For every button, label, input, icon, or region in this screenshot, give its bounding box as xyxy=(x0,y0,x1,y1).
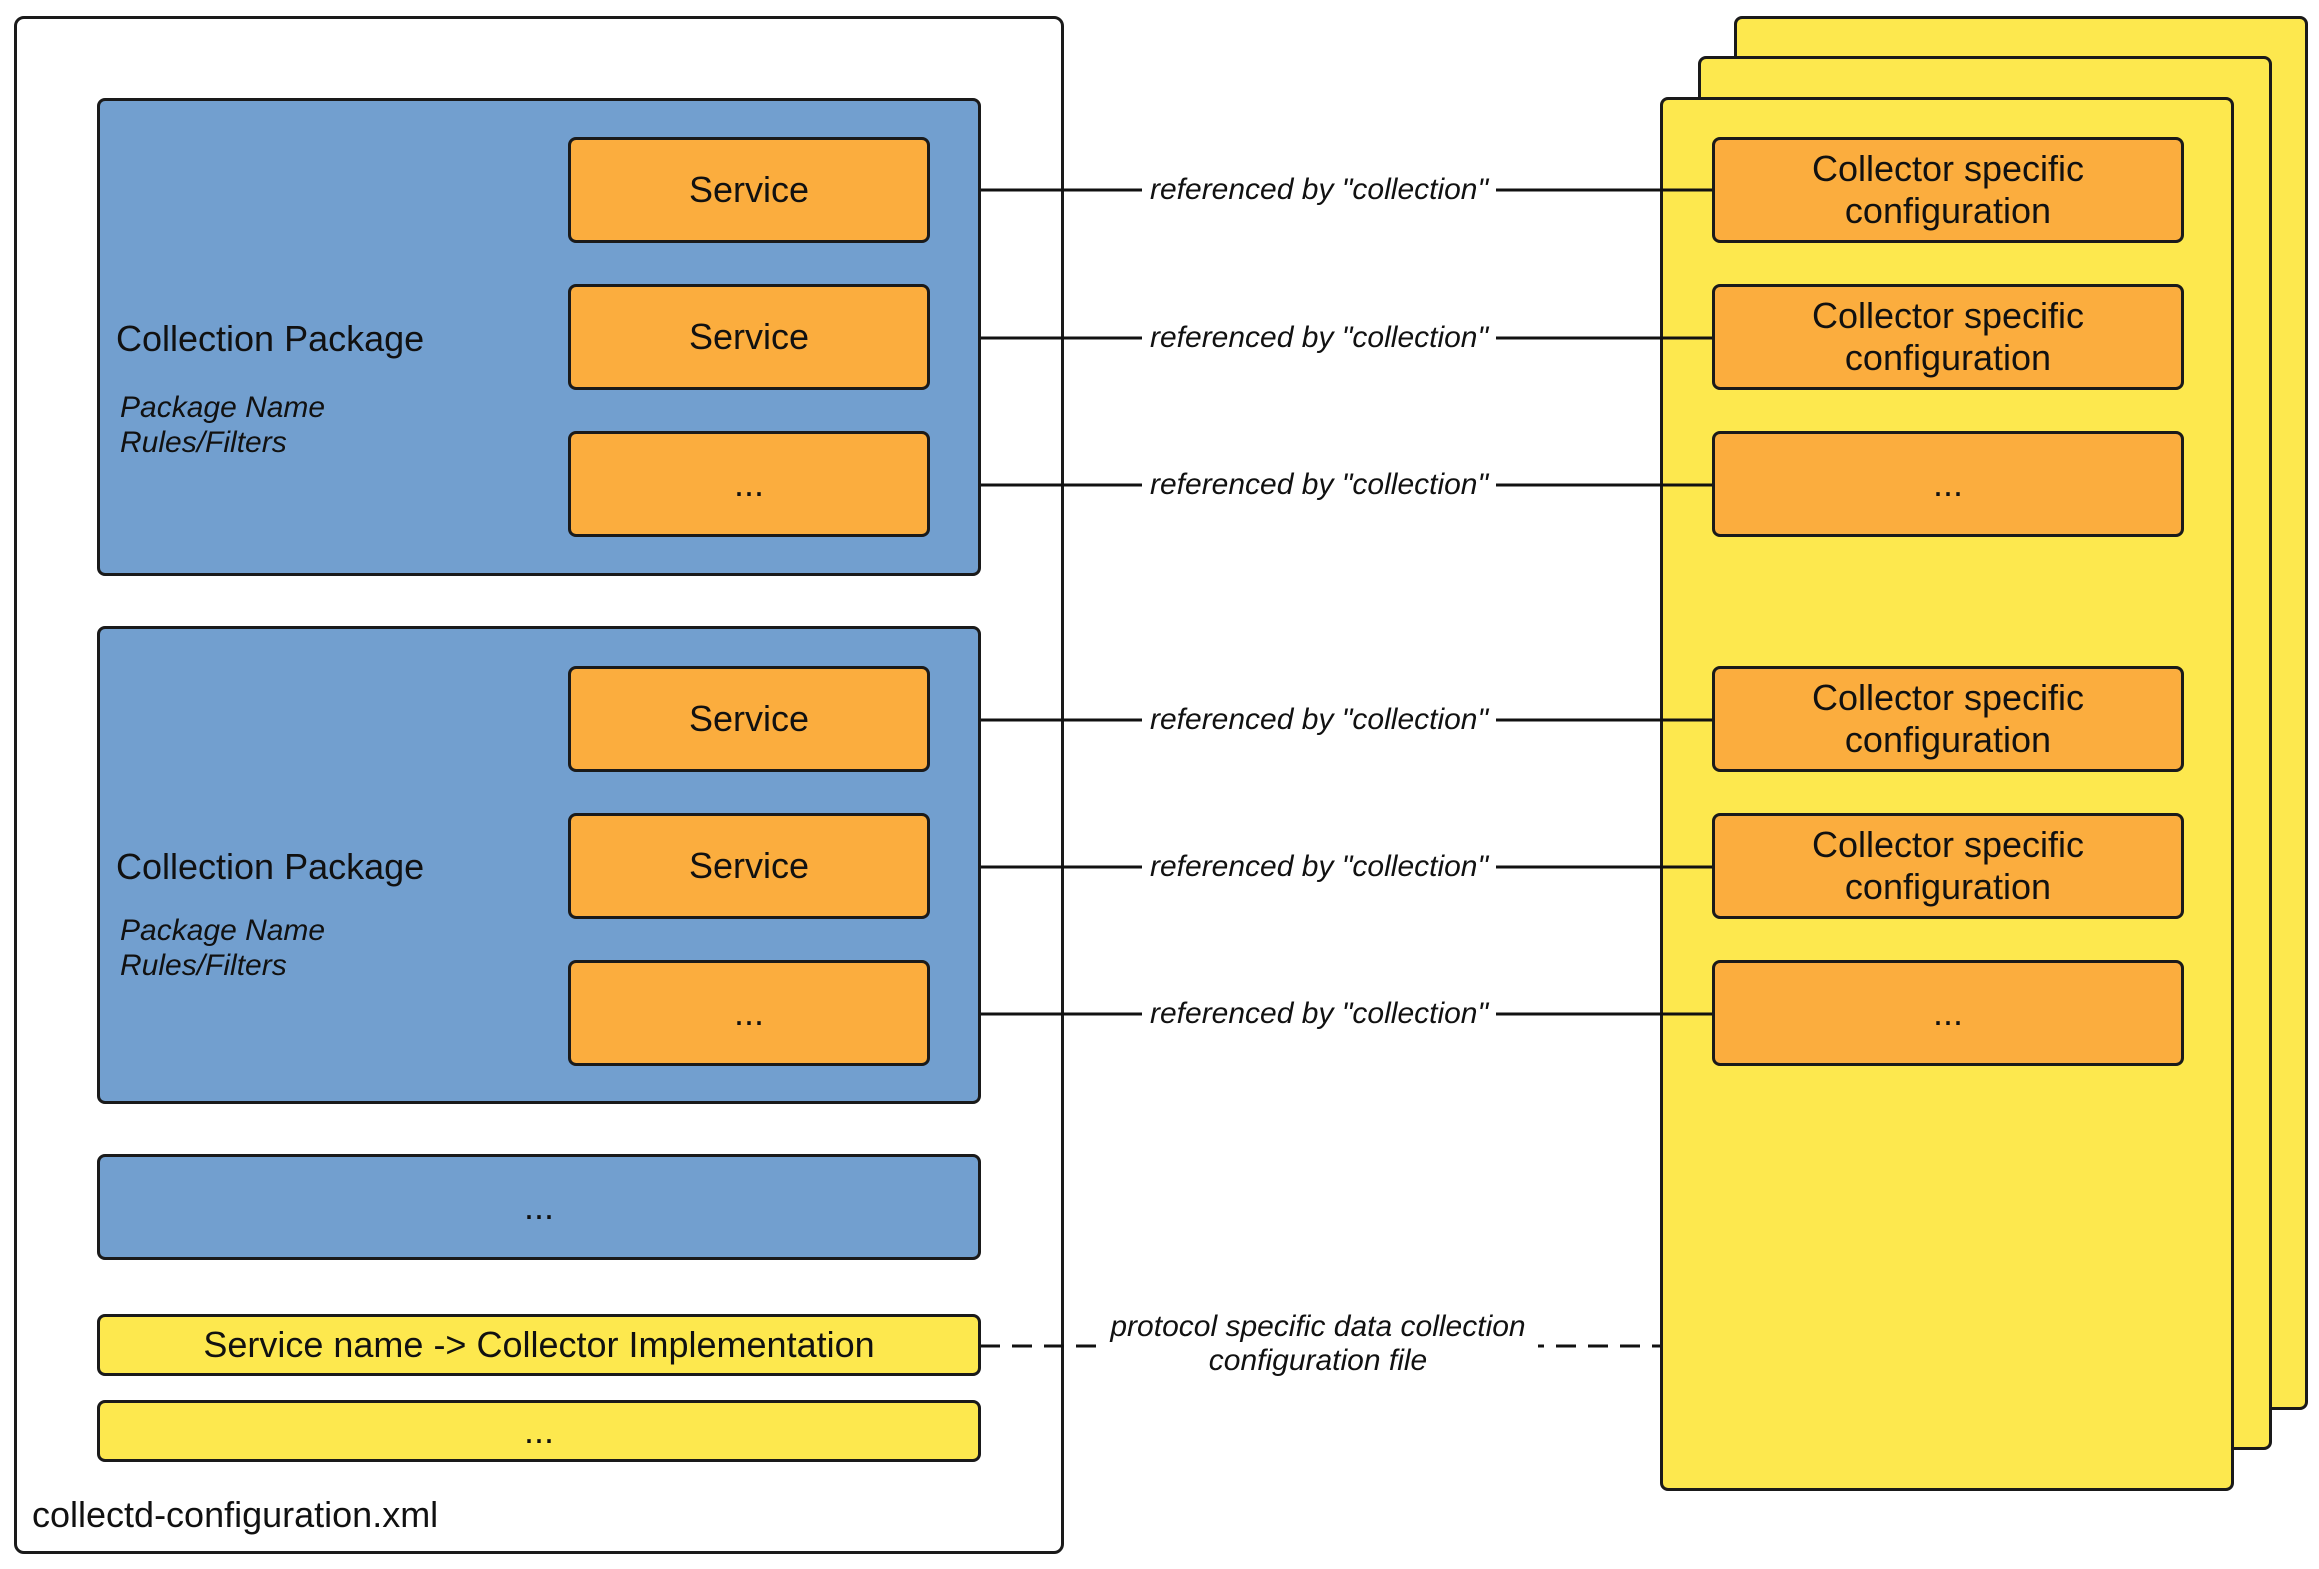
collector-config-1: Collector specific configuration xyxy=(1712,137,2184,243)
collectd-configuration-filename: collectd-configuration.xml xyxy=(32,1494,439,1535)
package-2-title: Collection Package xyxy=(116,846,425,887)
package-1-service-2: Service xyxy=(568,284,930,390)
package-1-service-more: ... xyxy=(568,431,930,537)
collector-config-3: Collector specific configuration xyxy=(1712,666,2184,772)
collector-config-4: Collector specific configuration xyxy=(1712,813,2184,919)
collector-mapping-more: ... xyxy=(97,1400,981,1462)
connector-label-2: referenced by "collection" xyxy=(1142,321,1497,355)
more-packages: ... xyxy=(97,1154,981,1260)
connector-label-5: referenced by "collection" xyxy=(1142,850,1497,884)
collector-config-more-2: ... xyxy=(1712,960,2184,1066)
dashed-connector-line-1: protocol specific data collection xyxy=(1110,1310,1526,1343)
package-2-service-1: Service xyxy=(568,666,930,772)
connector-label-3: referenced by "collection" xyxy=(1142,468,1497,502)
collector-mapping: Service name -> Collector Implementation xyxy=(97,1314,981,1376)
package-2-rules-label: Rules/Filters xyxy=(120,949,287,982)
connector-label-6: referenced by "collection" xyxy=(1142,997,1497,1031)
package-1-name-label: Package Name xyxy=(120,391,326,424)
connector-label-4: referenced by "collection" xyxy=(1142,703,1497,737)
package-1-service-1: Service xyxy=(568,137,930,243)
connector-label-1: referenced by "collection" xyxy=(1142,173,1497,207)
package-1-title: Collection Package xyxy=(116,318,425,359)
collector-config-2: Collector specific configuration xyxy=(1712,284,2184,390)
package-2-service-more: ... xyxy=(568,960,930,1066)
collector-config-more-1: ... xyxy=(1712,431,2184,537)
dashed-connector-line-2: configuration file xyxy=(1208,1344,1428,1377)
package-2-service-2: Service xyxy=(568,813,930,919)
package-1-rules-label: Rules/Filters xyxy=(120,426,287,459)
dashed-connector-label: protocol specific data collection config… xyxy=(1098,1310,1538,1378)
package-2-name-label: Package Name xyxy=(120,914,326,947)
